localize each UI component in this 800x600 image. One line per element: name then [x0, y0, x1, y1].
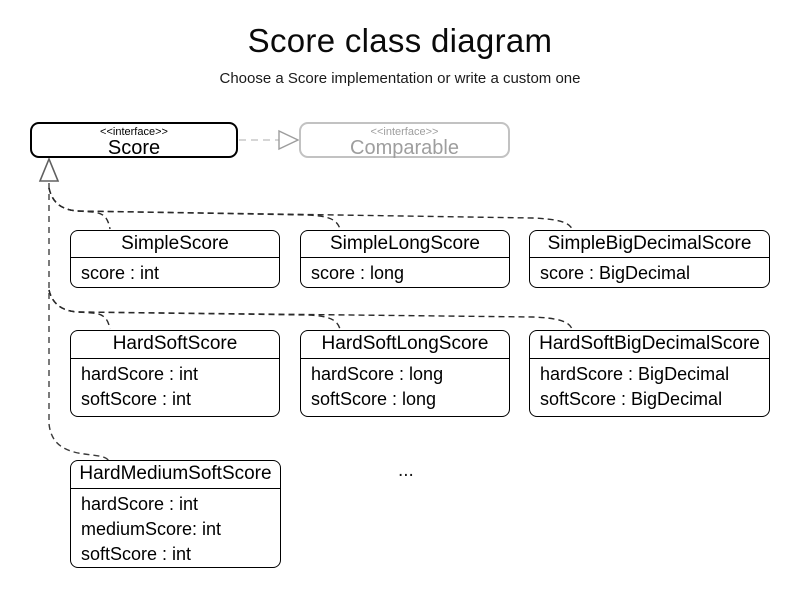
realization-connector-score-comparable	[239, 129, 300, 151]
interface-score-name: Score	[107, 137, 161, 159]
class-attribute: hardScore : long	[311, 364, 444, 384]
interface-score: <<interface>> Score	[30, 122, 238, 159]
connector-hardsoftscore	[48, 289, 111, 330]
page-title: Score class diagram	[247, 22, 553, 59]
class-attribute: softScore : long	[311, 389, 437, 409]
class-title: SimpleBigDecimalScore	[530, 231, 769, 258]
class-simplelongscore: SimpleLongScore score : long	[300, 230, 510, 288]
connector-hardsoftlongscore	[48, 289, 341, 330]
class-attribute: hardScore : int	[81, 364, 199, 384]
class-attribute: score : long	[311, 263, 405, 283]
class-hardmediumsoftscore: HardMediumSoftScore hardScore : int medi…	[70, 460, 281, 568]
class-simplebigdecimalscore: SimpleBigDecimalScore score : BigDecimal	[529, 230, 770, 288]
class-simplescore: SimpleScore score : int	[70, 230, 280, 288]
interface-comparable-name: Comparable	[350, 137, 459, 159]
interface-comparable: <<interface>> Comparable	[299, 122, 510, 159]
class-title: HardMediumSoftScore	[71, 461, 280, 489]
inheritance-branches-row1	[48, 187, 573, 230]
inheritance-arrowhead-icon	[38, 156, 60, 182]
class-attribute: hardScore : BigDecimal	[540, 364, 730, 384]
connector-hardsoftbigdecimalscore	[48, 289, 573, 330]
connector-simplelongscore	[48, 187, 341, 230]
class-title: HardSoftLongScore	[301, 331, 509, 359]
class-title: SimpleLongScore	[301, 231, 509, 258]
inheritance-branches-row2	[48, 289, 573, 330]
inheritance-trunk	[38, 156, 110, 462]
class-attribute: hardScore : int	[81, 494, 199, 514]
class-attribute: softScore : int	[81, 389, 192, 409]
class-title: HardSoftScore	[71, 331, 279, 359]
class-attribute: softScore : BigDecimal	[540, 389, 723, 409]
connector-simplescore	[48, 187, 111, 230]
more-implementations-ellipsis: ...	[398, 460, 414, 481]
connector-simplebigdecimalscore	[48, 187, 573, 230]
class-hardsoftlongscore: HardSoftLongScore hardScore : long softS…	[300, 330, 510, 417]
class-attribute: mediumScore: int	[81, 519, 222, 539]
class-attribute: softScore : int	[81, 544, 192, 564]
class-title: SimpleScore	[71, 231, 279, 258]
interface-comparable-stereotype: <<interface>>	[370, 126, 439, 138]
interface-score-stereotype: <<interface>>	[100, 126, 168, 138]
class-title: HardSoftBigDecimalScore	[530, 331, 769, 359]
class-attribute: score : BigDecimal	[540, 263, 691, 283]
class-hardsoftscore: HardSoftScore hardScore : int softScore …	[70, 330, 280, 417]
class-attribute: score : int	[81, 263, 160, 283]
realization-arrowhead-icon	[278, 129, 300, 151]
class-hardsoftbigdecimalscore: HardSoftBigDecimalScore hardScore : BigD…	[529, 330, 770, 417]
page-subtitle: Choose a Score implementation or write a…	[219, 70, 581, 87]
